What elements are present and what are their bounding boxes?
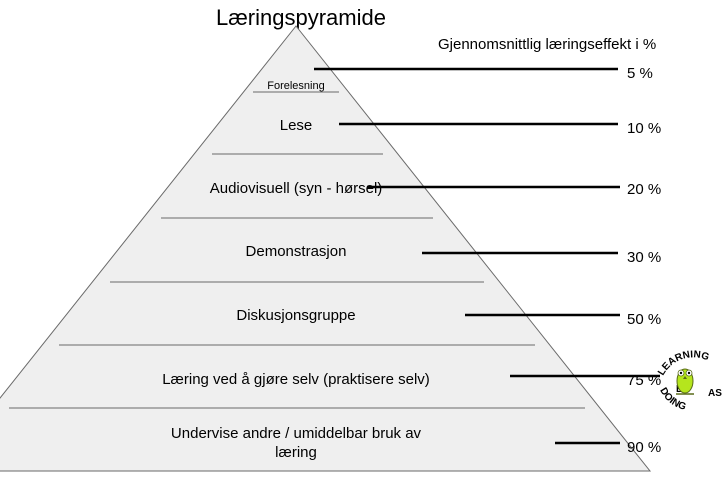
percent-label: 20 %: [627, 181, 661, 198]
diagram-title: Læringspyramide: [216, 5, 386, 30]
pyramid-shape: [0, 25, 652, 472]
learning-by-doing-logo: LEARNING DOING BY AS: [656, 349, 722, 413]
percent-label: 90 %: [627, 439, 661, 456]
level-label-praktisere: Læring ved å gjøre selv (praktisere selv…: [162, 371, 430, 388]
percent-label: 75 %: [627, 372, 661, 389]
logo-suffix: AS: [708, 388, 722, 399]
level-label-forelesning: Forelesning: [267, 80, 324, 92]
pyramid-band-separators: [9, 91, 585, 409]
owl-icon: [676, 368, 694, 395]
pyramid-level-labels: Forelesning Lese Audiovisuell (syn - hør…: [162, 80, 430, 461]
percent-label: 50 %: [627, 311, 661, 328]
level-label-diskusjonsgruppe: Diskusjonsgruppe: [236, 307, 355, 324]
level-label-undervise-line1: Undervise andre / umiddelbar bruk av: [171, 425, 422, 442]
level-label-undervise-line2: læring: [275, 444, 317, 461]
percent-labels: 5 % 10 % 20 % 30 % 50 % 75 % 90 %: [627, 65, 661, 456]
level-label-audiovisuell: Audiovisuell (syn - hørsel): [210, 180, 383, 197]
percent-label: 30 %: [627, 249, 661, 266]
percent-label: 5 %: [627, 65, 653, 82]
percent-connector-lines: [314, 67, 660, 445]
level-label-lese: Lese: [280, 117, 313, 134]
percent-axis-caption: Gjennomsnittlig læringseffekt i %: [438, 36, 656, 53]
percent-label: 10 %: [627, 120, 661, 137]
level-label-demonstrasjon: Demonstrasjon: [246, 243, 347, 260]
